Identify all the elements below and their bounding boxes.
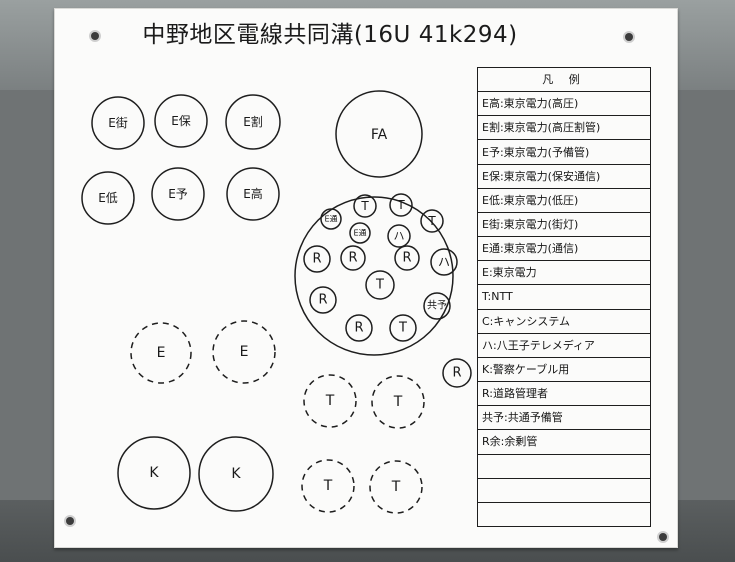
bundle-t-1-label: T xyxy=(360,199,369,213)
conduit-r-single-circle xyxy=(442,358,472,388)
legend-row-blank xyxy=(478,455,650,479)
conduit-e-katsu-label: E割 xyxy=(243,114,263,129)
conduit-fa-label: FA xyxy=(371,127,388,143)
bundle-r-4-label: R xyxy=(318,293,327,308)
legend-row: 共予:共通予備管 xyxy=(478,406,650,431)
conduit-fa-circle xyxy=(335,90,423,178)
bundle-r-1-circle xyxy=(303,245,331,273)
bundle-t-1-circle xyxy=(353,194,377,218)
legend-row: K:警察ケーブル用 xyxy=(478,358,650,383)
bundle-e-tsu-1-circle xyxy=(320,208,342,230)
bundle-outer-circle xyxy=(294,196,454,356)
bundle-ha-1-circle xyxy=(387,224,411,248)
bundle-t-5-label: T xyxy=(398,321,407,336)
bundle-e-tsu-2-circle xyxy=(349,222,371,244)
bundle-e-tsu-2-label: E通 xyxy=(353,228,366,238)
conduit-t-dashed-3-circle xyxy=(301,459,355,513)
conduit-e-dashed-2-label: E xyxy=(240,344,249,360)
conduit-k-1-circle xyxy=(117,436,191,510)
conduit-t-dashed-4-circle xyxy=(369,460,423,514)
legend-row: T:NTT xyxy=(478,285,650,310)
bundle-e-tsu-1-label: E通 xyxy=(324,214,337,224)
bundle-kyo-yo-label: 共予 xyxy=(427,300,447,312)
legend-row: E高:東京電力(高圧) xyxy=(478,92,650,117)
conduit-e-gai-circle xyxy=(91,96,145,150)
bundle-t-3-label: T xyxy=(427,214,436,228)
legend-row: E保:東京電力(保安通信) xyxy=(478,165,650,189)
bundle-r-5-circle xyxy=(345,314,373,342)
conduit-r-single-label: R xyxy=(452,366,461,381)
conduit-e-dashed-2-circle xyxy=(212,320,276,384)
bundle-r-5-label: R xyxy=(354,321,363,336)
conduit-k-2-label: K xyxy=(231,466,241,482)
bundle-r-3-label: R xyxy=(402,251,411,266)
conduit-e-tei-label: E低 xyxy=(98,191,118,205)
conduit-t-dashed-3-label: T xyxy=(323,478,333,494)
legend-row: E予:東京電力(予備管) xyxy=(478,140,650,165)
bundle-ha-2-circle xyxy=(430,248,458,276)
conduit-e-dashed-1-circle xyxy=(130,322,192,384)
bundle-t-5-circle xyxy=(389,314,417,342)
bundle-r-4-circle xyxy=(309,286,337,314)
legend-row: E低:東京電力(低圧) xyxy=(478,189,650,213)
legend-row: R余:余剰管 xyxy=(478,430,650,455)
conduit-t-dashed-2-circle xyxy=(371,375,425,429)
conduit-e-ho-label: E保 xyxy=(171,114,191,128)
bundle-kyo-yo-circle xyxy=(423,292,451,320)
conduit-k-1-label: K xyxy=(149,465,159,481)
bundle-r-3-circle xyxy=(394,245,420,271)
screw-bottom-left xyxy=(66,517,74,525)
legend-row: E割:東京電力(高圧割管) xyxy=(478,116,650,141)
screw-top-right xyxy=(625,33,633,41)
screw-bottom-right xyxy=(659,533,667,541)
legend-heading: 凡 例 xyxy=(478,68,650,93)
plate-title: 中野地区電線共同溝(16U 41k294) xyxy=(142,22,518,48)
conduit-k-2-circle xyxy=(198,436,274,512)
bundle-ha-1-label: ハ xyxy=(394,230,405,243)
legend-row: E:東京電力 xyxy=(478,261,650,286)
bundle-ha-2-label: ハ xyxy=(438,255,450,269)
conduit-e-yo-label: E予 xyxy=(168,187,188,201)
bundle-r-2-label: R xyxy=(348,251,357,266)
bundle-t-2-circle xyxy=(389,193,413,217)
screw-top-left xyxy=(91,32,99,40)
conduit-t-dashed-1-circle xyxy=(303,374,357,428)
bundle-t-4-circle xyxy=(365,270,395,300)
conduit-t-dashed-4-label: T xyxy=(391,479,401,495)
legend-row: R:道路管理者 xyxy=(478,382,650,407)
bundle-t-3-circle xyxy=(420,209,444,233)
conduit-e-katsu-circle xyxy=(225,94,281,150)
conduit-t-dashed-2-label: T xyxy=(393,394,403,410)
bundle-r-2-circle xyxy=(340,245,366,271)
conduit-label-plate xyxy=(54,8,678,548)
conduit-e-ko-label: E高 xyxy=(243,186,263,201)
bundle-r-1-label: R xyxy=(312,252,321,267)
bundle-t-2-label: T xyxy=(396,198,405,212)
legend-row: E街:東京電力(街灯) xyxy=(478,213,650,238)
legend-row: E通:東京電力(通信) xyxy=(478,237,650,262)
conduit-e-ho-circle xyxy=(154,94,208,148)
conduit-e-yo-circle xyxy=(151,167,205,221)
legend-table: 凡 例 E高:東京電力(高圧) E割:東京電力(高圧割管) E予:東京電力(予備… xyxy=(477,67,651,527)
legend-row: ハ:八王子テレメディア xyxy=(478,334,650,358)
conduit-e-ko-circle xyxy=(226,167,280,221)
conduit-t-dashed-1-label: T xyxy=(325,393,335,409)
legend-row-blank xyxy=(478,479,650,503)
conduit-e-dashed-1-label: E xyxy=(157,345,166,361)
conduit-e-gai-label: E街 xyxy=(108,116,128,130)
legend-row: C:キャンシステム xyxy=(478,310,650,334)
conduit-e-tei-circle xyxy=(81,171,135,225)
bundle-t-4-label: T xyxy=(375,278,384,293)
